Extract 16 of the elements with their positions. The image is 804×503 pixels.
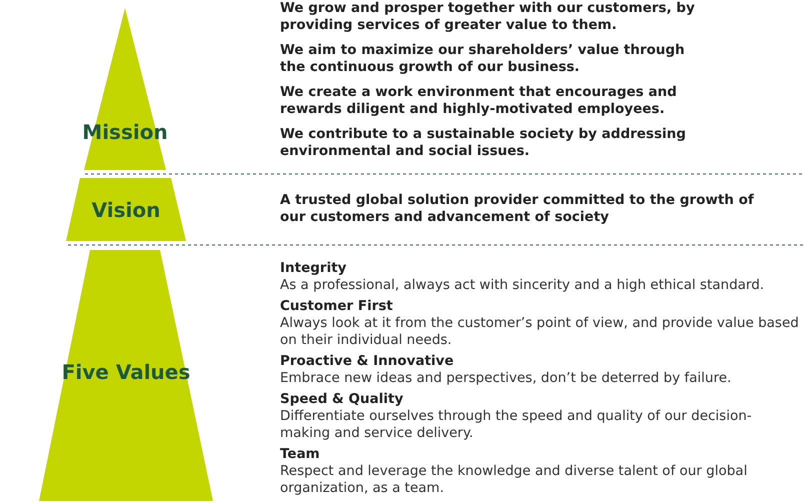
mission-statement: We grow and prosper together with our customers, by providing services of greater value to them. <box>280 0 696 34</box>
value-heading: Speed & Quality <box>280 391 404 408</box>
mission-statement: We aim to maximize our shareholders’ value through the continuous growth of our business. <box>280 42 686 76</box>
tier-title: Vision <box>92 198 160 222</box>
value-heading: Integrity <box>280 260 348 277</box>
vision-statement: A trusted global solution provider committed to the growth of our customers and advancement of society <box>280 192 755 226</box>
mission-statement: We contribute to a sustainable society by addressing environmental and social issues. <box>280 126 687 160</box>
value-description: Embrace new ideas and perspectives, don’t be deterred by failure. <box>280 370 732 387</box>
value-heading: Proactive & Innovative <box>280 353 455 370</box>
value-heading: Customer First <box>280 298 394 315</box>
value-description: Differentiate ourselves through the speed and quality of our decision-making and service delivery. <box>280 408 753 442</box>
value-description: Always look at it from the customer’s point of view, and provide value based on their individual needs. <box>280 315 800 349</box>
mission-statement: We create a work environment that encourages and rewards diligent and highly-motivated employees. <box>280 84 678 118</box>
value-description: As a professional, always act with sincerity and a high ethical standard. <box>280 277 766 294</box>
value-description: Respect and leverage the knowledge and diverse talent of our global organization, as a team. <box>280 463 748 497</box>
value-heading: Team <box>280 446 321 463</box>
